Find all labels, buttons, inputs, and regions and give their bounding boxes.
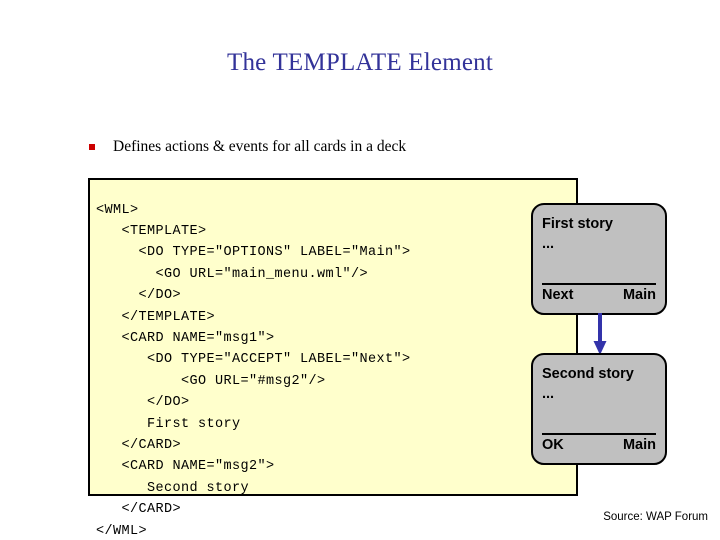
- phone-softkey-bar: OK Main: [542, 437, 656, 459]
- phone-softkey-divider: [542, 433, 656, 435]
- code-block: <WML> <TEMPLATE> <DO TYPE="OPTIONS" LABE…: [88, 178, 578, 539]
- source-attribution: Source: WAP Forum: [603, 511, 708, 523]
- softkey-right-main[interactable]: Main: [622, 287, 656, 303]
- softkey-left-ok[interactable]: OK: [542, 437, 564, 453]
- code-block-text: <WML> <TEMPLATE> <DO TYPE="OPTIONS" LABE…: [96, 202, 411, 539]
- phone-screen-body: ...: [542, 386, 555, 402]
- phone-softkey-divider: [542, 283, 656, 285]
- phone-screen-title: Second story: [542, 366, 634, 382]
- second-story-screen: Second story ... OK Main: [531, 353, 667, 465]
- page-title: The TEMPLATE Element: [227, 49, 493, 76]
- phone-screen-title: First story: [542, 216, 613, 232]
- arrow-down-icon: [593, 313, 607, 355]
- phone-screen-body: ...: [542, 236, 555, 252]
- phone-softkey-bar: Next Main: [542, 287, 656, 309]
- first-story-screen: First story ... Next Main: [531, 203, 667, 315]
- bullet-item: Defines actions & events for all cards i…: [88, 136, 558, 160]
- square-bullet-icon: [89, 144, 95, 150]
- softkey-right-main[interactable]: Main: [622, 437, 656, 453]
- softkey-left-next[interactable]: Next: [542, 287, 574, 303]
- bullet-item-label: Defines actions & events for all cards i…: [113, 138, 407, 155]
